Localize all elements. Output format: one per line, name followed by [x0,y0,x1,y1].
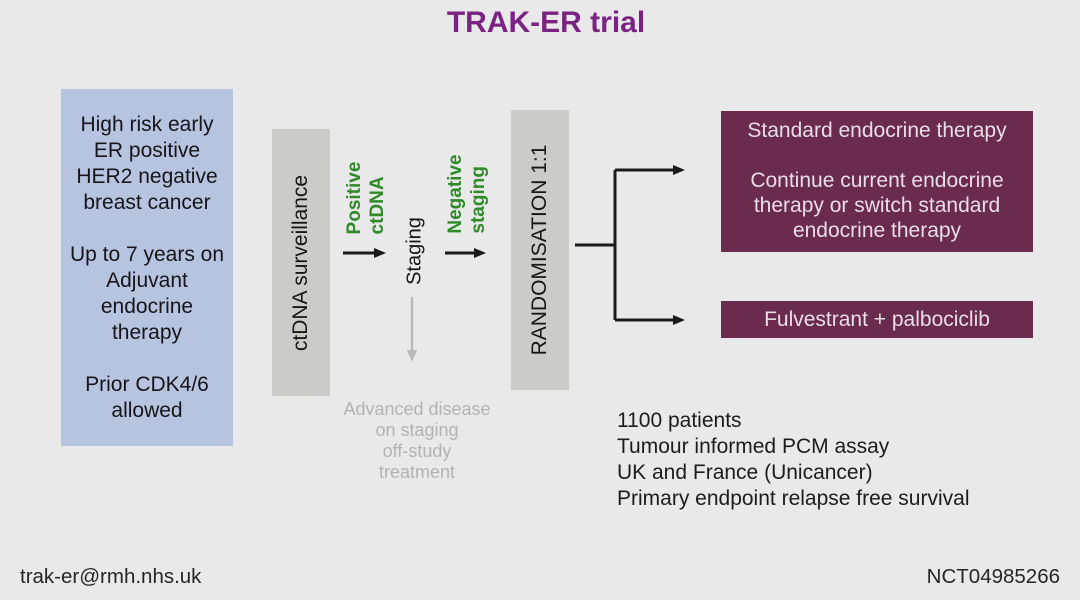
nct-number: NCT04985266 [926,565,1060,588]
contact-email: trak-er@rmh.nhs.uk [20,565,202,588]
eligibility-prior-cdk: Prior CDK4/6 allowed [85,373,209,422]
positive-ctdna-label: Positive ctDNA [344,161,388,235]
trial-details: 1100 patients Tumour informed PCM assay … [617,408,970,512]
detail-endpoint: Primary endpoint relapse free survival [617,487,970,510]
eligibility-box: High risk early ER positive HER2 negativ… [61,89,233,446]
randomisation-bar: RANDOMISATION 1:1 [511,110,569,390]
detail-patients: 1100 patients [617,409,742,432]
eligibility-duration: Up to 7 years on Adjuvant endocrine ther… [69,243,225,344]
experimental-arm-box: Fulvestrant + palbociclib [721,301,1033,338]
eligibility-population: High risk early ER positive HER2 negativ… [76,113,218,214]
standard-arm-body: Continue current endocrine therapy or sw… [750,169,1004,242]
standard-arm-title: Standard endocrine therapy [747,119,1007,142]
detail-assay: Tumour informed PCM assay [617,435,890,458]
randomisation-branch [575,168,674,322]
randomisation-label: RANDOMISATION 1:1 [528,144,551,356]
standard-arm-box: Standard endocrine therapy Continue curr… [721,111,1033,252]
advanced-disease-note: Advanced disease on staging off-study tr… [343,399,491,482]
ctdna-surveillance-bar: ctDNA surveillance [272,129,330,396]
staging-label: Staging [403,217,426,285]
negative-staging-label: Negative staging [445,154,489,234]
ctdna-surveillance-label: ctDNA surveillance [289,174,312,351]
detail-countries: UK and France (Unicancer) [617,461,873,484]
page-title: TRAK-ER trial [446,6,646,39]
